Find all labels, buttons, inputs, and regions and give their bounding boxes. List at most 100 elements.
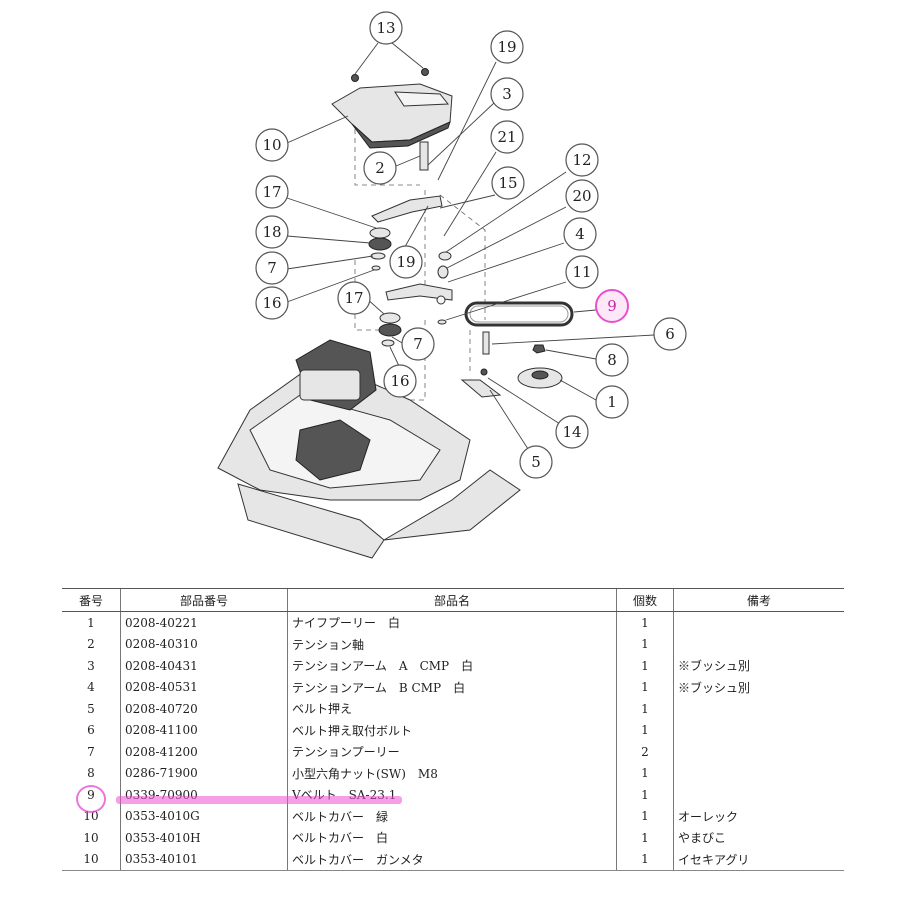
callout-16-lower: 16 [383,364,417,398]
cell-note [673,719,844,741]
mower-deck-engine [217,339,521,559]
svg-text:21: 21 [497,128,516,146]
cell-part-name: ベルトカバー ガンメタ [287,848,617,871]
cell-note [673,784,844,806]
svg-text:19: 19 [497,38,516,56]
cell-note: オーレック [673,805,844,827]
svg-text:17: 17 [344,289,363,307]
svg-text:8: 8 [607,351,617,369]
callout-11: 11 [565,255,599,289]
callout-21: 21 [490,120,524,154]
cell-part-number: 0353-4010H [120,827,288,849]
cell-part-name: 小型六角ナット(SW) M8 [287,762,617,784]
callout-18: 18 [255,215,289,249]
callout-10: 10 [255,128,289,162]
callout-6: 6 [653,317,687,351]
svg-text:16: 16 [262,294,281,312]
cell-no: 7 [87,744,95,759]
callout-7-upper: 7 [255,251,289,285]
cell-part-number: 0286-71900 [120,762,288,784]
cell-part-number: 0208-41100 [120,719,288,741]
svg-text:6: 6 [665,325,675,343]
cell-part-name: ベルトカバー 緑 [287,805,617,827]
cell-qty: 1 [616,676,674,698]
cell-part-name: テンションアーム A CMP 白 [287,655,617,677]
callout-15: 15 [491,166,525,200]
header-qty: 個数 [616,588,674,612]
svg-text:14: 14 [562,423,581,441]
svg-text:2: 2 [375,159,385,177]
cell-no: 5 [87,701,95,716]
callout-2: 2 [363,151,397,185]
svg-text:5: 5 [531,453,541,471]
table-row: 5 0208-40720 ベルト押え 1 [62,698,844,720]
svg-text:10: 10 [262,136,281,154]
callout-17-lower: 17 [337,281,371,315]
svg-text:17: 17 [262,183,281,201]
belt-cover-part [331,68,453,149]
cell-part-name: ナイフプーリー 白 [287,611,617,634]
svg-text:11: 11 [572,263,591,281]
callout-5: 5 [519,445,553,479]
pulley-parts [368,227,452,347]
svg-text:18: 18 [262,223,281,241]
cell-qty: 1 [616,848,674,871]
svg-text:1: 1 [607,393,617,411]
cell-part-name: テンションアーム B CMP 白 [287,676,617,698]
cell-qty: 1 [616,805,674,827]
cell-qty: 1 [616,719,674,741]
callout-19-top: 19 [490,30,524,64]
cell-no: 10 [62,848,121,871]
cell-part-name: ベルト押え取付ボルト [287,719,617,741]
table-row: 10 0353-4010G ベルトカバー 緑 1 オーレック [62,805,844,827]
callout-13: 13 [369,11,403,45]
callout-9-highlighted: 9 [595,289,629,323]
highlighter-circle [76,785,106,813]
callout-19-lower: 19 [389,245,423,279]
cell-no: 3 [87,658,95,673]
cell-part-name: ベルトカバー 白 [287,827,617,849]
svg-text:4: 4 [575,225,585,243]
callout-14: 14 [555,415,589,449]
cell-part-number: 0208-40310 [120,633,288,655]
cell-no: 1 [87,615,95,630]
cell-note [673,741,844,763]
cell-no: 10 [83,809,99,824]
cell-part-number: 0353-40101 [120,848,288,871]
cell-note [673,633,844,655]
svg-text:3: 3 [502,85,512,103]
cell-part-name: ベルト押え [287,698,617,720]
cell-qty: 1 [616,633,674,655]
cell-qty: 1 [616,655,674,677]
parts-list-table: 番号 部品番号 部品名 個数 備考 1 0208-40221 ナイフプーリー 白… [62,588,844,871]
callout-8: 8 [595,343,629,377]
table-row: 6 0208-41100 ベルト押え取付ボルト 1 [62,719,844,741]
header-part-number: 部品番号 [120,588,288,612]
svg-text:7: 7 [413,335,423,353]
cell-note [673,611,844,634]
svg-text:12: 12 [572,151,591,169]
callout-16-upper: 16 [255,286,289,320]
cell-part-number: 0208-41200 [120,741,288,763]
cell-part-number: 0208-40431 [120,655,288,677]
cell-part-name: テンション軸 [287,633,617,655]
table-row: 3 0208-40431 テンションアーム A CMP 白 1 ※ブッシュ別 [62,655,844,677]
cell-part-name: テンションプーリー [287,741,617,763]
knife-pulley-parts [460,331,563,398]
cell-note: イセキアグリ [673,848,844,871]
table-header-row: 番号 部品番号 部品名 個数 備考 [62,588,844,612]
highlighter-stroke [116,796,402,804]
v-belt-part [464,301,574,327]
cell-note: ※ブッシュ別 [673,676,844,698]
table-row: 2 0208-40310 テンション軸 1 [62,633,844,655]
table-row: 7 0208-41200 テンションプーリー 2 [62,741,844,763]
callout-3: 3 [490,77,524,111]
cell-note [673,698,844,720]
callout-7-lower: 7 [401,327,435,361]
cell-no: 6 [87,723,95,738]
table-row: 1 0208-40221 ナイフプーリー 白 1 [62,611,844,634]
cell-qty: 2 [616,741,674,763]
cell-part-number: 0208-40531 [120,676,288,698]
callout-12: 12 [565,143,599,177]
cell-qty: 1 [616,611,674,634]
